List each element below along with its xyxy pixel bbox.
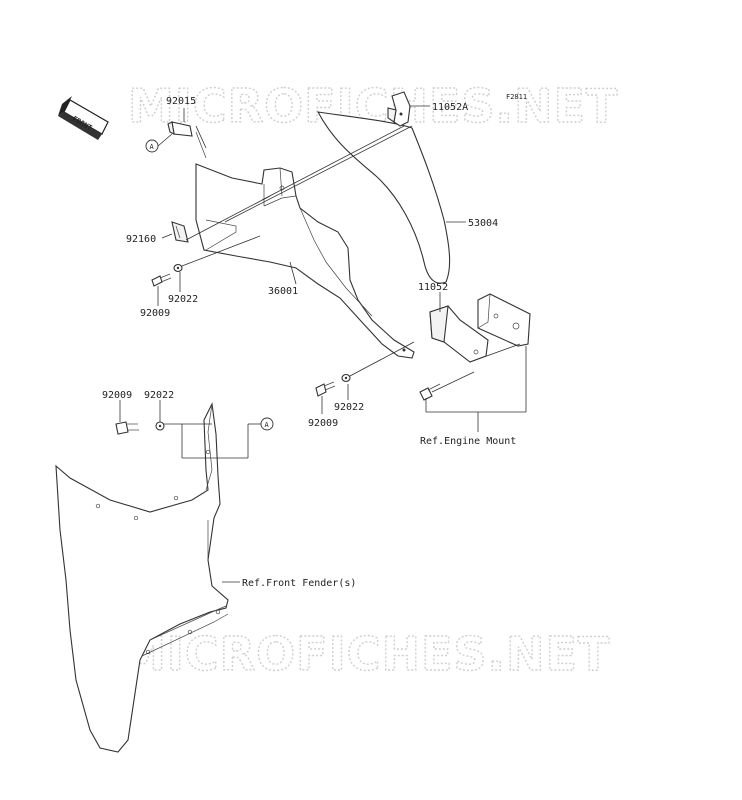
leader-lines: [164, 125, 527, 459]
front-arrow-icon: FRONT: [58, 96, 109, 140]
part-92022-washer-b: [341, 373, 351, 383]
part-92015-grommet: [167, 121, 207, 159]
part-92009-bolt-b: [315, 381, 336, 397]
part-36001-cover: [195, 163, 415, 359]
label-92009-c: 92009: [102, 390, 132, 401]
label-ref-engine-mount: Ref.Engine Mount: [420, 436, 516, 447]
label-92015: 92015: [166, 96, 196, 107]
label-92009-b: 92009: [308, 418, 338, 429]
label-ref-front-fender: Ref.Front Fender(s): [242, 578, 356, 589]
part-front-fender: [55, 402, 229, 753]
label-92022-c: 92022: [144, 390, 174, 401]
callout-a-mid: A: [260, 417, 274, 431]
part-92160-pad: [171, 221, 189, 243]
label-92160: 92160: [126, 234, 156, 245]
label-11052a: 11052A: [432, 102, 468, 113]
watermark-bottom: MICROFICHES.NET: [120, 627, 610, 681]
label-92009-a: 92009: [140, 308, 170, 319]
label-11052: 11052: [418, 282, 448, 293]
svg-text:A: A: [150, 143, 155, 151]
label-92022-b: 92022: [334, 402, 364, 413]
svg-text:A: A: [265, 421, 270, 429]
part-92022-washer-a: [173, 263, 183, 273]
part-92009-bolt-a: [151, 273, 172, 287]
label-36001: 36001: [268, 286, 298, 297]
figure-code: F2811: [506, 93, 527, 101]
part-92022-washer-c: [155, 421, 165, 431]
callout-a-top: A: [145, 133, 173, 153]
label-92022-a: 92022: [168, 294, 198, 305]
label-53004: 53004: [468, 218, 498, 229]
part-engine-mount-plate: [477, 293, 531, 347]
part-92009-bolt-c: [115, 421, 139, 435]
label-leaders: [119, 105, 466, 583]
part-53004-guard: [317, 111, 451, 284]
part-engine-mount-bolt: [419, 383, 441, 401]
part-11052a-clip: [387, 91, 411, 127]
